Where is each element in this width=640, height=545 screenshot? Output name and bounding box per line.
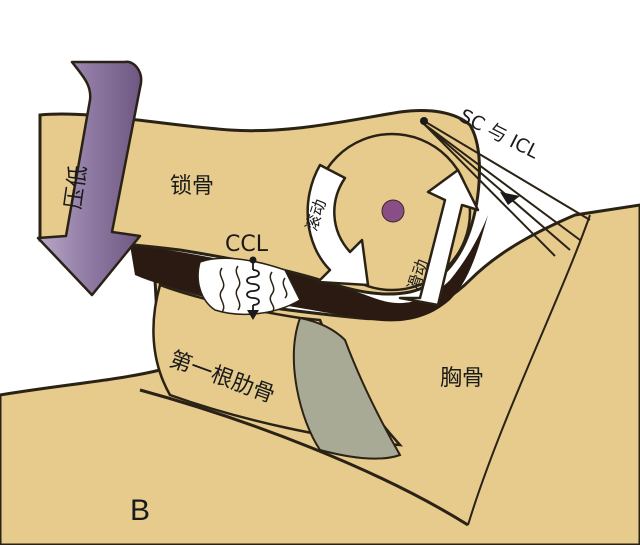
ccl-arrow-icon [247,310,259,320]
roll-arrow-icon [306,163,370,287]
ccl-anchor-dot [249,256,257,264]
label-ccl: CCL [225,232,269,257]
costal-cartilage [292,316,402,460]
ccl-wave-lines [219,265,288,313]
label-depression: 压低 [61,164,92,211]
ccl-ligament [197,257,301,316]
label-clavicle: 锁骨 [170,174,214,199]
body-contour-lower [139,388,469,527]
label-sternum: 胸骨 [440,366,484,391]
slide-arrow-icon [398,168,480,307]
ligament-arrow-icon [500,192,520,205]
sc-icl-ligament [423,120,591,257]
panel-letter: B [130,494,150,527]
rotation-axis-dot [381,199,405,223]
ligament-anchor-dot [420,117,428,125]
depression-arrow-icon [36,60,143,297]
body-contour-right [467,214,591,526]
